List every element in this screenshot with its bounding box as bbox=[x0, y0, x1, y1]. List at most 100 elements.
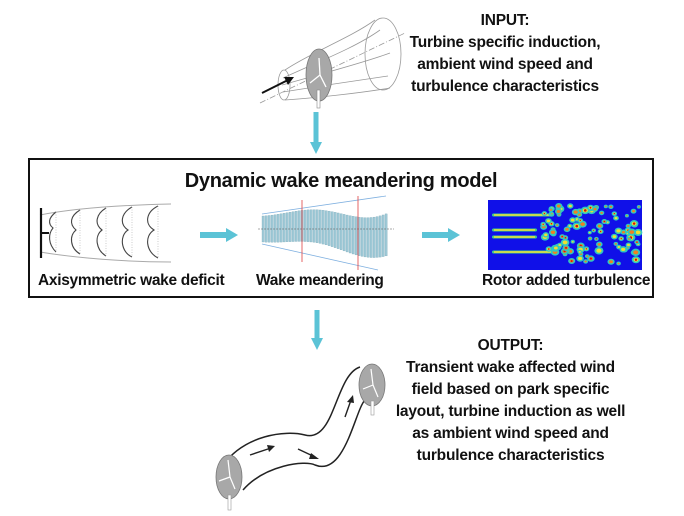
eddy-core bbox=[633, 250, 639, 255]
eddy-peak bbox=[613, 212, 615, 215]
input-description: INPUT: Turbine specific induction, ambie… bbox=[395, 10, 615, 98]
output-line: Transient wake affected wind bbox=[406, 359, 615, 376]
eddy-peak bbox=[585, 248, 588, 250]
meander-bar bbox=[318, 209, 322, 244]
meander-bar bbox=[348, 215, 352, 254]
output-heading: OUTPUT: bbox=[477, 337, 544, 354]
eddy-peak bbox=[564, 237, 567, 239]
dynamic-wake-meandering-model-box: Dynamic wake meandering model Axisymmetr… bbox=[28, 158, 654, 298]
meander-bar bbox=[279, 213, 283, 243]
eddy-core bbox=[621, 230, 626, 234]
output-line: layout, turbine induction as well bbox=[395, 403, 626, 420]
eddy-core bbox=[550, 230, 556, 235]
field-background bbox=[488, 200, 642, 270]
meander-bar bbox=[309, 209, 313, 243]
down-arrow-icon bbox=[311, 310, 323, 350]
stage-label-wake-meandering: Wake meandering bbox=[256, 272, 384, 289]
meander-bar bbox=[351, 216, 355, 255]
eddy-peak bbox=[583, 209, 587, 212]
eddy-core bbox=[614, 216, 618, 220]
eddy-core bbox=[553, 246, 558, 250]
meander-bar bbox=[273, 214, 277, 243]
meander-bar bbox=[306, 209, 310, 242]
meander-bar bbox=[333, 212, 337, 248]
meander-bar bbox=[375, 216, 379, 258]
stage-label-rotor-added-turbulence: Rotor added turbulence bbox=[482, 272, 651, 289]
input-heading: INPUT: bbox=[480, 12, 530, 29]
meander-bar bbox=[282, 213, 286, 243]
down-arrow-icon bbox=[310, 112, 322, 154]
eddy-core bbox=[556, 209, 561, 213]
wake-streak-core bbox=[494, 229, 535, 231]
eddy-core bbox=[577, 256, 583, 261]
meander-bar bbox=[342, 214, 346, 252]
turbulence-field-image-icon bbox=[488, 200, 643, 270]
meander-bar bbox=[303, 209, 307, 242]
eddy-peak bbox=[550, 222, 553, 225]
eddy-core bbox=[637, 206, 640, 208]
eddy-core bbox=[627, 238, 630, 240]
eddy-peak bbox=[603, 220, 606, 223]
eddy-core bbox=[580, 222, 585, 226]
meander-bar bbox=[297, 210, 301, 242]
eddy-core bbox=[556, 224, 559, 226]
eddy-core bbox=[573, 210, 578, 214]
spread-line bbox=[261, 243, 379, 271]
eddy-core bbox=[635, 230, 641, 235]
eddy-core bbox=[586, 255, 589, 258]
right-arrow-icon bbox=[200, 228, 238, 242]
eddy-core bbox=[549, 209, 553, 211]
wake-deficit-profiles-icon bbox=[39, 203, 172, 263]
eddy-peak bbox=[634, 258, 638, 261]
meander-bar bbox=[384, 213, 388, 257]
eddy-peak bbox=[593, 229, 595, 231]
eddy-core bbox=[578, 250, 581, 253]
right-arrow-icon bbox=[422, 228, 460, 242]
eddy-peak bbox=[620, 237, 622, 240]
model-title: Dynamic wake meandering model bbox=[184, 170, 498, 192]
eddy-peak bbox=[565, 246, 568, 249]
eddy-peak bbox=[542, 223, 544, 226]
eddy-core bbox=[632, 210, 636, 213]
meander-bar bbox=[321, 210, 325, 245]
eddy-core bbox=[612, 235, 617, 238]
eddy-core bbox=[609, 205, 613, 208]
eddy-core bbox=[568, 204, 572, 208]
eddy-core bbox=[596, 248, 602, 253]
eddy-core bbox=[570, 218, 575, 222]
spread-line bbox=[261, 195, 387, 215]
eddy-core bbox=[616, 229, 621, 233]
eddy-core bbox=[626, 224, 630, 227]
eddy-core bbox=[571, 240, 574, 243]
meander-bar bbox=[354, 216, 358, 256]
eddy-core bbox=[556, 204, 561, 208]
eddy-core bbox=[546, 219, 551, 223]
meander-bar bbox=[381, 214, 385, 257]
meander-bar bbox=[369, 217, 373, 258]
output-line: field based on park specific bbox=[411, 381, 610, 398]
input-line: Turbine specific induction, bbox=[409, 34, 601, 51]
meander-bar bbox=[378, 215, 382, 258]
wake-streak-core bbox=[494, 214, 552, 216]
eddy-core bbox=[558, 244, 562, 247]
eddy-core bbox=[593, 207, 597, 211]
input-line: ambient wind speed and bbox=[417, 56, 593, 73]
eddy-peak bbox=[561, 235, 563, 238]
meander-bar bbox=[372, 216, 376, 258]
input-line: turbulence characteristics bbox=[411, 78, 599, 95]
eddy-core bbox=[565, 227, 569, 231]
stage-label-axisymmetric-wake-deficit: Axisymmetric wake deficit bbox=[38, 272, 225, 289]
meander-bar bbox=[339, 213, 343, 250]
eddy-core bbox=[568, 225, 572, 228]
eddy-peak bbox=[589, 206, 592, 209]
meander-bar bbox=[276, 214, 280, 243]
eddy-peak bbox=[636, 241, 638, 243]
eddy-core bbox=[600, 211, 603, 214]
eddy-core bbox=[589, 237, 592, 240]
eddy-peak bbox=[626, 215, 628, 217]
turbine-stream-tube-icon bbox=[259, 17, 406, 109]
meander-bar bbox=[327, 210, 331, 246]
wake-meandering-plot-icon bbox=[258, 195, 394, 271]
eddy-core bbox=[617, 245, 621, 249]
eddy-peak bbox=[547, 248, 550, 250]
